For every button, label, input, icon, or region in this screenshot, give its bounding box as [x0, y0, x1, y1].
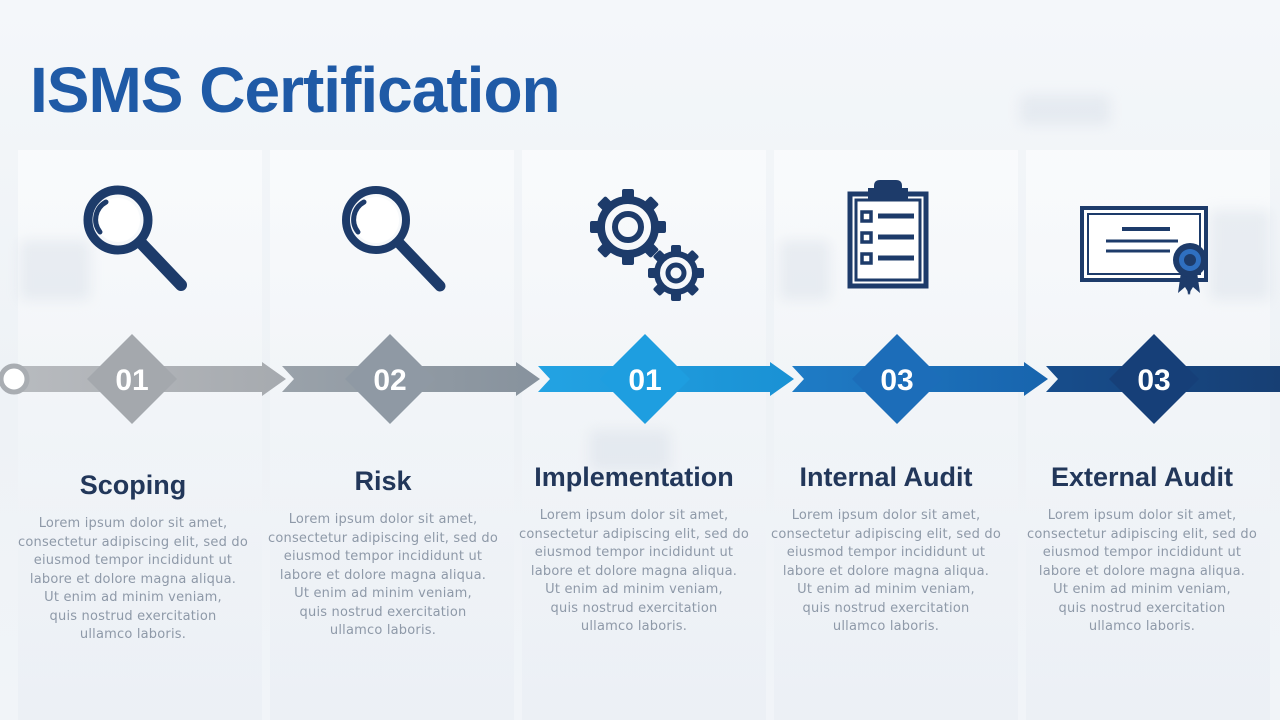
step-number: 01 — [115, 364, 148, 397]
step-diamond — [600, 334, 690, 424]
step-title: Implementation — [534, 462, 734, 492]
step-description: Lorem ipsum dolor sit amet, consectetur … — [18, 516, 248, 642]
step-number: 01 — [628, 364, 661, 397]
step-description: Lorem ipsum dolor sit amet, consectetur … — [519, 508, 749, 634]
clipboard-checklist-icon — [847, 180, 929, 289]
step-external-audit: External Audit Lorem ipsum dolor sit ame… — [1027, 462, 1257, 637]
step-description: Lorem ipsum dolor sit amet, consectetur … — [268, 512, 498, 638]
step-diamond — [852, 334, 942, 424]
page-title: ISMS Certification — [30, 54, 561, 126]
timeline: 01 02 01 03 03 — [0, 334, 1280, 424]
background-blur — [590, 430, 670, 470]
step-title: Risk — [354, 466, 412, 496]
timeline-start-marker — [0, 363, 30, 395]
step-internal-audit: Internal Audit Lorem ipsum dolor sit ame… — [771, 462, 1001, 637]
step-number: 03 — [1137, 364, 1170, 397]
step-scoping: Scoping Lorem ipsum dolor sit amet, cons… — [18, 462, 248, 645]
gears-icon — [590, 189, 704, 301]
step-number: 02 — [373, 364, 406, 397]
step-title: Internal Audit — [799, 462, 973, 492]
background-blur — [780, 240, 830, 300]
step-implementation: Implementation Lorem ipsum dolor sit ame… — [519, 462, 749, 637]
step-description: Lorem ipsum dolor sit amet, consectetur … — [771, 508, 1001, 634]
background-blur — [1210, 210, 1270, 300]
step-diamond — [345, 334, 435, 424]
step-diamond — [1109, 334, 1199, 424]
step-title: External Audit — [1050, 462, 1234, 492]
step-diamond — [87, 334, 177, 424]
step-number: 03 — [880, 364, 913, 397]
step-description: Lorem ipsum dolor sit amet, consectetur … — [1027, 508, 1257, 634]
certificate-icon — [1080, 206, 1208, 295]
background-blur — [1020, 95, 1110, 125]
magnifier-icon — [83, 185, 187, 291]
step-title: Scoping — [79, 470, 187, 500]
background-blur — [20, 240, 90, 300]
magnifier-icon — [342, 186, 446, 292]
step-risk: Risk Lorem ipsum dolor sit amet, consect… — [268, 462, 498, 641]
